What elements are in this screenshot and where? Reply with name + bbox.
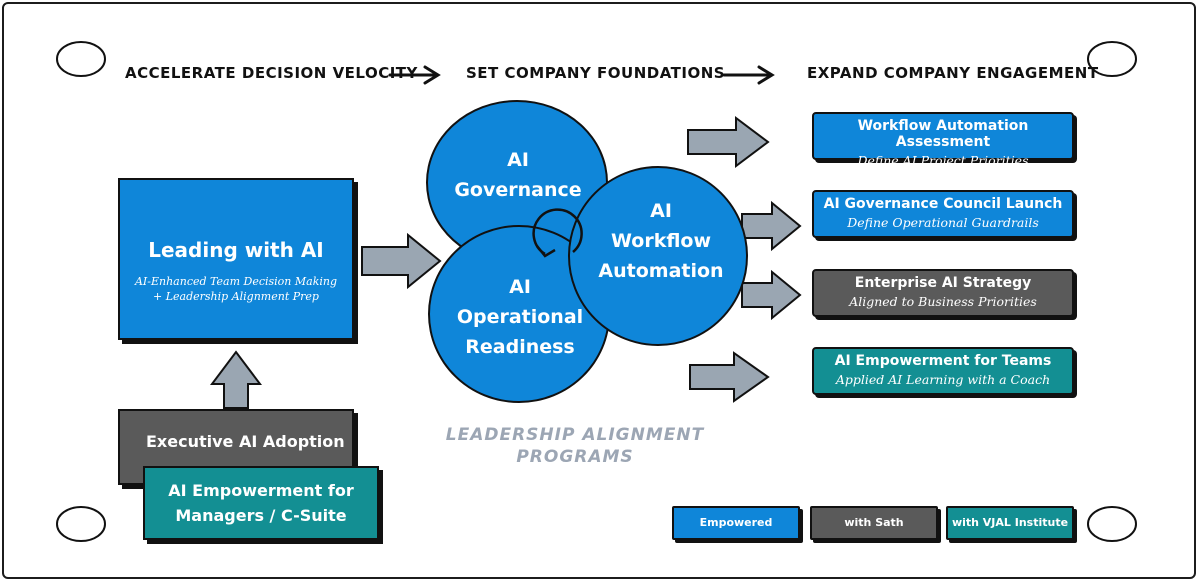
operational-line3: Readiness — [465, 336, 575, 358]
box-3-title: Enterprise AI Strategy — [854, 275, 1032, 291]
box-2-title: AI Governance Council Launch — [823, 196, 1063, 212]
corner-hole-bottom-right — [1087, 506, 1137, 542]
arrow-right-main — [361, 232, 442, 290]
managers-empowerment-line2: Managers / C-Suite — [175, 506, 347, 525]
workflow-line2: Workflow — [610, 230, 712, 252]
executive-ai-adoption-label: Executive AI Adoption — [146, 432, 345, 451]
header-step-accelerate: ACCELERATE DECISION VELOCITY — [125, 64, 418, 82]
arrow-to-box-4 — [689, 351, 770, 403]
box-1-title: Workflow Automation Assessment — [857, 118, 1029, 150]
corner-hole-top-right — [1087, 41, 1137, 77]
arrow-up-exec — [210, 350, 262, 409]
leading-with-ai-title: Leading with AI — [148, 238, 324, 262]
legend-sath-associates: with Sath Associates — [810, 506, 938, 559]
leading-with-ai-box: Leading with AI AI-Enhanced Team Decisio… — [118, 178, 354, 340]
managers-empowerment-box: AI Empowerment for Managers / C-Suite — [143, 466, 379, 540]
box-workflow-automation-assessment: Workflow Automation Assessment Define AI… — [812, 112, 1074, 168]
corner-hole-top-left — [56, 41, 106, 77]
header-step-engagement: EXPAND COMPANY ENGAGEMENT — [807, 64, 1099, 82]
workflow-line3: Automation — [598, 260, 724, 282]
box-4-title: AI Empowerment for Teams — [834, 353, 1052, 369]
circle-workflow-label: AI Workflow Automation — [586, 196, 736, 286]
caption-line1: LEADERSHIP ALIGNMENT — [445, 425, 705, 445]
circle-governance-label: AI Governance — [440, 145, 596, 205]
box-enterprise-ai-strategy: Enterprise AI Strategy Aligned to Busine… — [812, 269, 1074, 317]
leading-with-ai-subtitle-line1: AI-Enhanced Team Decision Making — [134, 275, 338, 288]
caption-line2: PROGRAMS — [516, 447, 634, 467]
arrow-to-box-1 — [687, 116, 770, 168]
circle-ai-workflow-automation — [568, 166, 748, 346]
circle-operational-label: AI Operational Readiness — [440, 272, 600, 362]
arrow-to-box-3 — [741, 269, 802, 321]
header-arrow-1 — [388, 65, 441, 85]
corner-hole-bottom-left — [56, 506, 106, 542]
box-4-subtitle: Applied AI Learning with a Coach — [835, 372, 1051, 387]
governance-line2: Governance — [454, 179, 582, 201]
arrow-to-box-2 — [741, 200, 802, 252]
legend-vjal-institute: with VJAL Institute — [946, 506, 1074, 540]
header-step-foundations: SET COMPANY FOUNDATIONS — [466, 64, 726, 82]
box-2-subtitle: Define Operational Guardrails — [847, 215, 1039, 230]
leadership-alignment-caption: LEADERSHIP ALIGNMENT PROGRAMS — [440, 424, 710, 468]
workflow-line1: AI — [650, 200, 672, 222]
box-ai-empowerment-teams: AI Empowerment for Teams Applied AI Lear… — [812, 347, 1074, 395]
box-3-subtitle: Aligned to Business Priorities — [849, 294, 1037, 309]
managers-empowerment-line1: AI Empowerment for — [168, 481, 354, 500]
operational-line2: Operational — [456, 306, 584, 328]
leading-with-ai-subtitle-line2: + Leadership Alignment Prep — [153, 290, 319, 303]
legend-empowered-alliances: Empowered Alliances — [672, 506, 800, 559]
box-1-subtitle: Define AI Project Priorities — [857, 153, 1029, 168]
header-arrow-2 — [722, 65, 775, 85]
governance-line1: AI — [507, 149, 529, 171]
box-ai-governance-council: AI Governance Council Launch Define Oper… — [812, 190, 1074, 238]
operational-line1: AI — [509, 276, 531, 298]
cycle-arrow-icon — [532, 208, 583, 258]
